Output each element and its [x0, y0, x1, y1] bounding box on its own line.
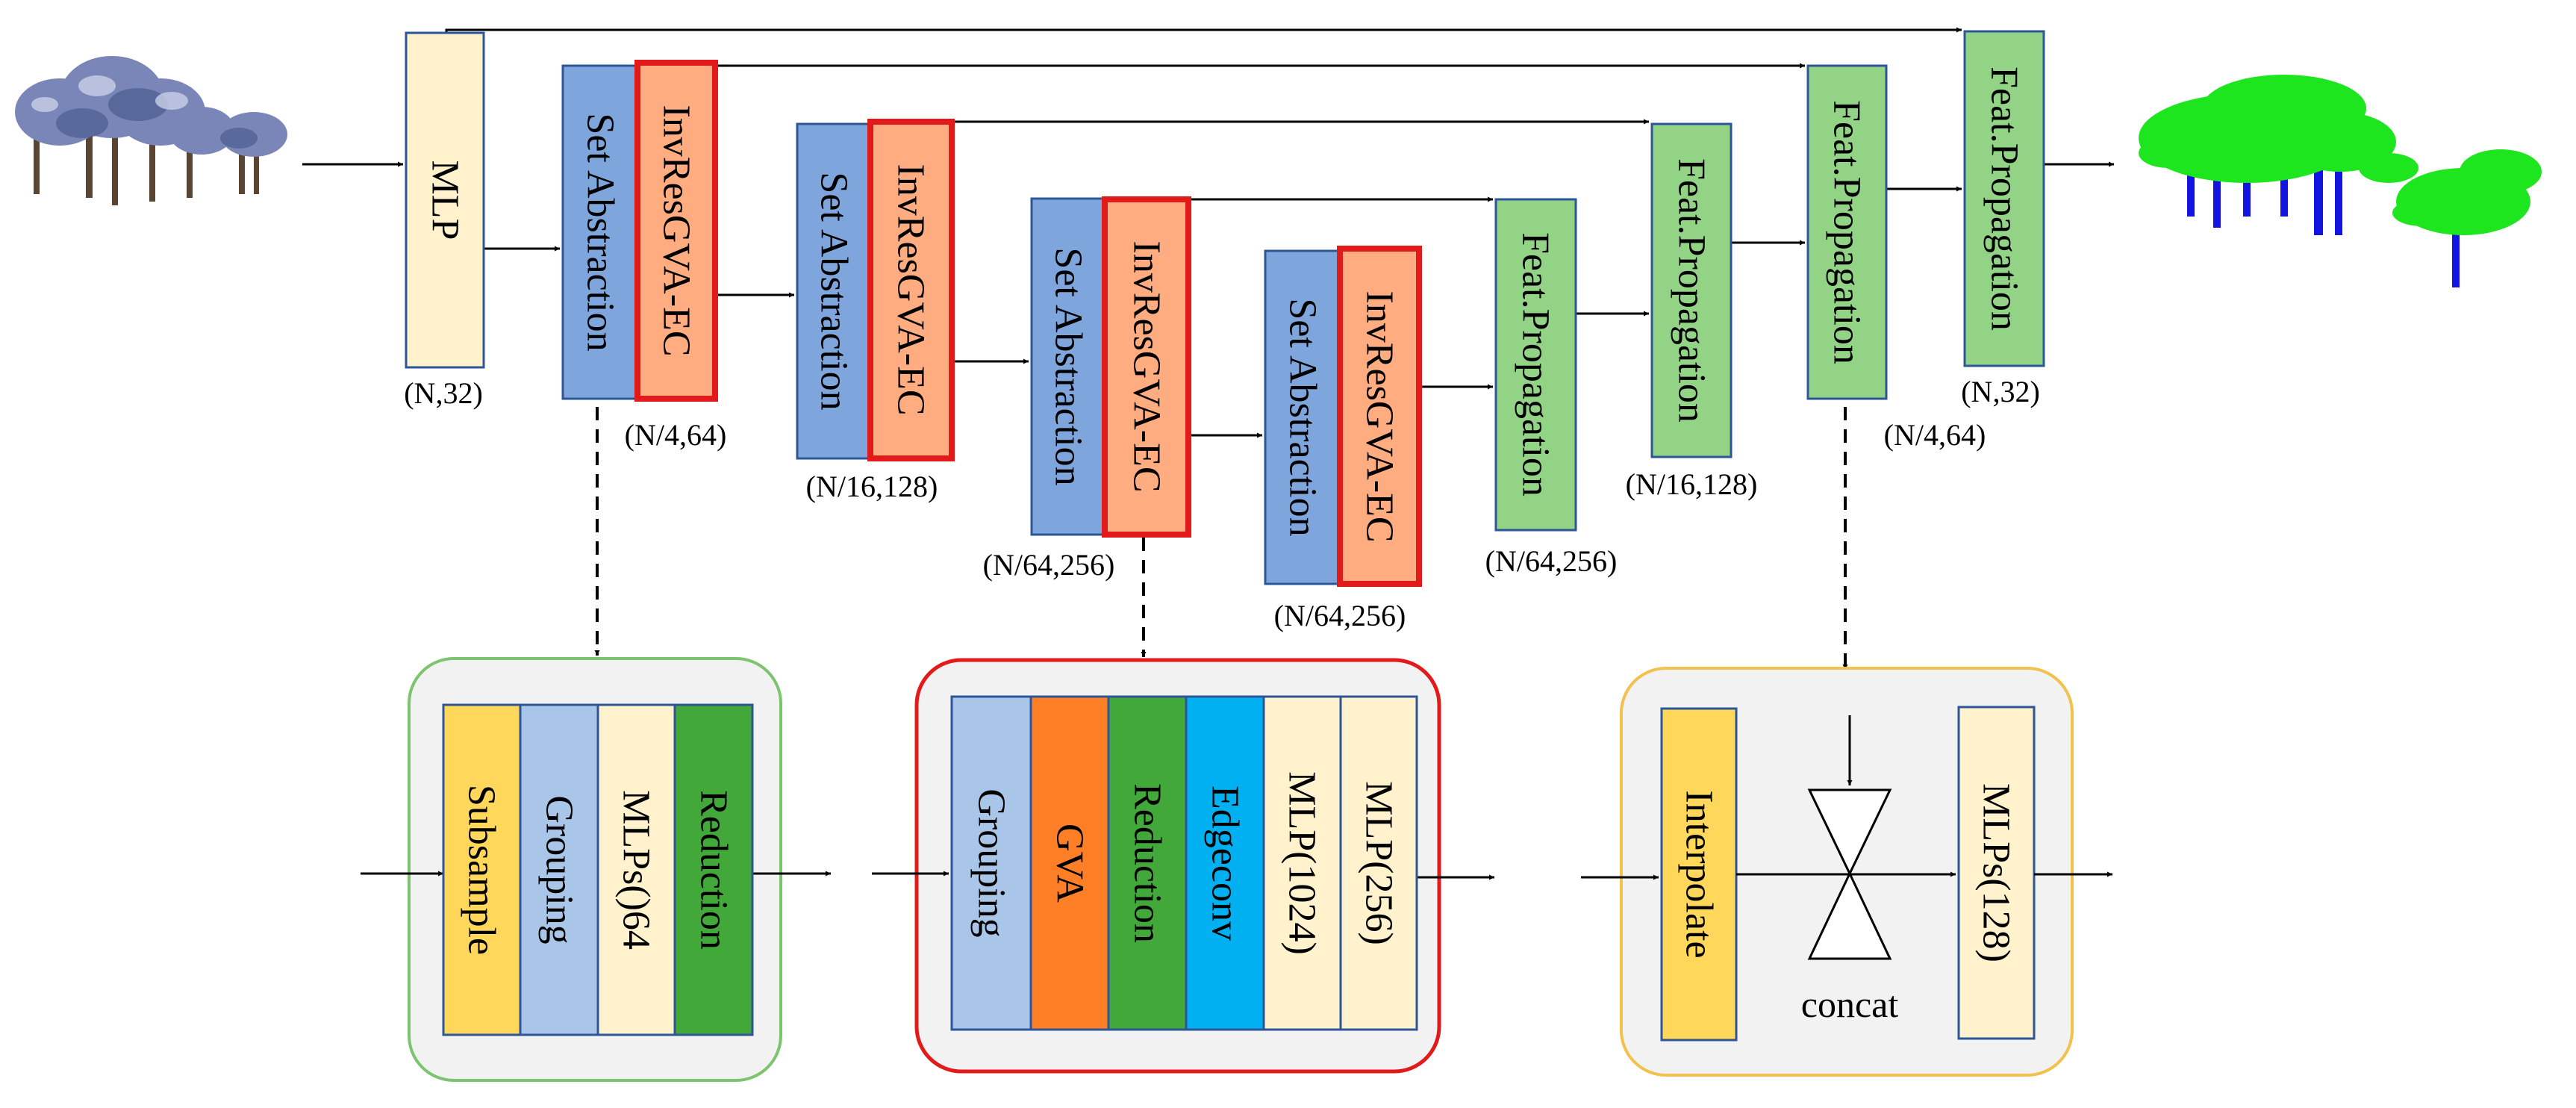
- encoder-stage-2: Set Abstraction InvResGVA-EC: [796, 119, 955, 461]
- decoder-stage-1: Feat.Propagation: [1494, 198, 1577, 532]
- feat-propagation-detail-panel: Interpolate concat MLPs(128): [1581, 667, 2112, 1077]
- detail-pointers: [594, 407, 1848, 670]
- layer-mlps: MLPs()64: [615, 790, 658, 950]
- encoder-stage-4: Set Abstraction InvResGVA-EC: [1264, 246, 1422, 587]
- set-abstraction-label: Set Abstraction: [1047, 247, 1090, 485]
- dim-dec2: (N/16,128): [1626, 467, 1758, 501]
- mlp-label: MLP: [424, 161, 467, 240]
- decoder-stage-3: Feat.Propagation: [1806, 64, 1888, 400]
- set-abstraction-label: Set Abstraction: [813, 172, 855, 410]
- dim-enc2: (N/16,128): [806, 470, 938, 503]
- decoder-stage-4: Feat.Propagation: [1963, 30, 2045, 367]
- feat-prop-label: Feat.Propagation: [1515, 232, 1557, 497]
- layer-reduction: Reduction: [693, 790, 735, 950]
- dim-enc3: (N/64,256): [983, 548, 1115, 582]
- encoder-stage-1: Set Abstraction InvResGVA-EC: [561, 60, 718, 402]
- invres-detail-panel: Grouping GVA Reduction Edgeconv MLP(1024…: [872, 658, 1494, 1074]
- dim-mlp: (N,32): [404, 376, 483, 410]
- output-point-cloud-icon: [2139, 75, 2542, 287]
- layer-edgeconv: Edgeconv: [1204, 785, 1247, 941]
- layer-grouping: Grouping: [970, 788, 1013, 937]
- dim-enc4: (N/64,256): [1274, 599, 1406, 632]
- mlp-block: MLP: [405, 31, 485, 369]
- dim-dec4: (N,32): [1961, 375, 2040, 408]
- layer-mlp-1024: MLP(1024): [1281, 771, 1323, 955]
- concat-icon: [1807, 788, 1892, 960]
- encoder-stage-3: Set Abstraction InvResGVA-EC: [1030, 196, 1191, 538]
- input-point-cloud-icon: [15, 56, 287, 205]
- dim-dec3: (N/4,64): [1884, 418, 1986, 452]
- invres-label: InvResGVA-EC: [890, 164, 932, 415]
- invres-label: InvResGVA-EC: [1126, 240, 1168, 492]
- dim-dec1: (N/64,256): [1485, 544, 1618, 578]
- layer-subsample: Subsample: [461, 785, 503, 955]
- set-abstraction-label: Set Abstraction: [579, 113, 622, 351]
- set-abstraction-label: Set Abstraction: [1282, 298, 1324, 536]
- concat-label: concat: [1801, 983, 1899, 1025]
- invres-label: InvResGVA-EC: [1359, 290, 1401, 542]
- layer-mlp-256: MLP(256): [1358, 781, 1400, 945]
- main-flow-arrows: [302, 161, 2114, 438]
- feat-prop-label: Feat.Propagation: [1983, 66, 2026, 331]
- feat-prop-label: Feat.Propagation: [1671, 158, 1713, 423]
- invres-label: InvResGVA-EC: [655, 105, 698, 356]
- set-abstraction-detail-panel: Subsample Grouping MLPs()64 Reduction: [361, 657, 831, 1082]
- layer-grouping: Grouping: [538, 795, 581, 944]
- dim-enc1: (N/4,64): [625, 418, 727, 452]
- layer-mlps-128: MLPs(128): [1975, 783, 2018, 962]
- layer-reduction: Reduction: [1126, 783, 1169, 943]
- feat-prop-label: Feat.Propagation: [1826, 100, 1868, 364]
- layer-interpolate: Interpolate: [1678, 790, 1721, 958]
- layer-gva: GVA: [1049, 824, 1091, 903]
- decoder-stage-2: Feat.Propagation: [1650, 122, 1733, 458]
